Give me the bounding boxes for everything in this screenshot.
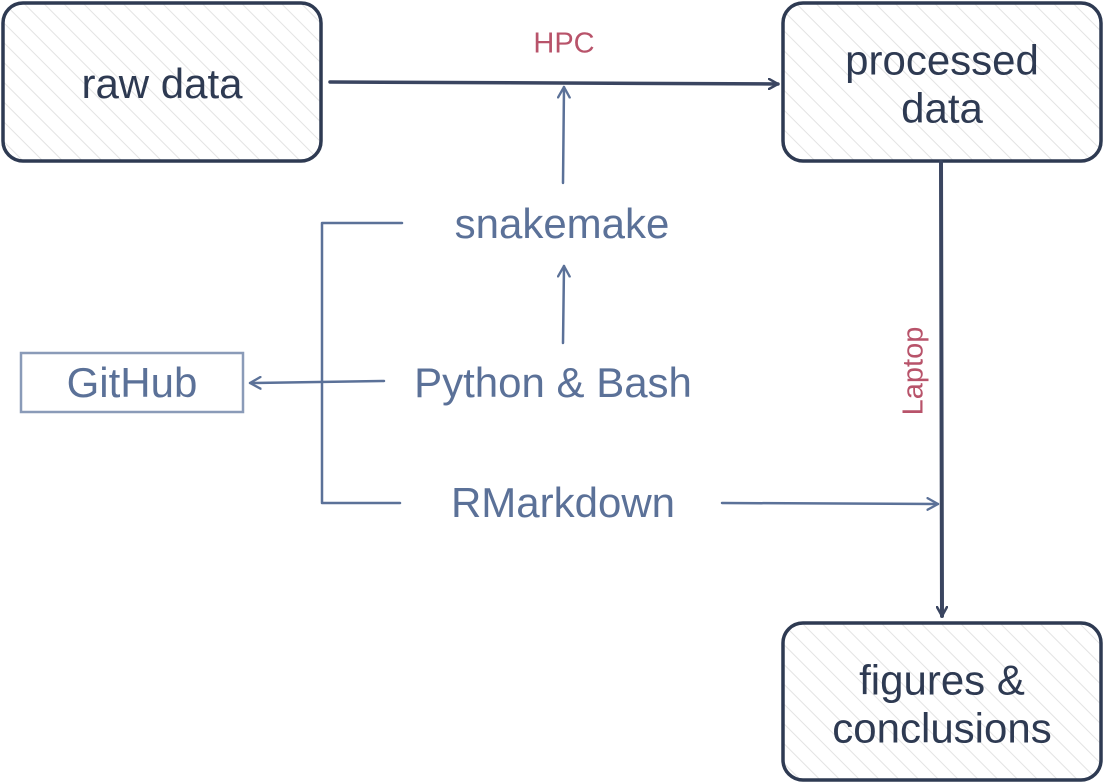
figures-conclusions-box bbox=[781, 621, 1103, 782]
python-bash-label: Python & Bash bbox=[414, 358, 692, 406]
tools-bracket bbox=[320, 221, 404, 505]
laptop-label: Laptop bbox=[897, 326, 930, 416]
snakemake-label: snakemake bbox=[454, 199, 670, 247]
raw-data-box bbox=[1, 1, 323, 163]
raw-data-label: raw data bbox=[81, 59, 243, 107]
processed-data-line-2: data bbox=[901, 85, 983, 132]
rmarkdown-label: RMarkdown bbox=[450, 478, 676, 526]
figures-conclusions-line-2: conclusions bbox=[832, 705, 1052, 752]
snakemake-to-hpc-arrow bbox=[556, 85, 571, 185]
hpc-label: HPC bbox=[533, 27, 595, 60]
figures-conclusions-label: figures & conclusions bbox=[792, 657, 1092, 754]
python-to-snakemake-arrow bbox=[556, 264, 571, 345]
github-box bbox=[19, 351, 245, 414]
figures-conclusions-line-1: figures & bbox=[859, 656, 1025, 704]
python-to-github-arrow bbox=[248, 375, 386, 390]
laptop-arrow bbox=[941, 160, 942, 618]
hpc-arrow bbox=[328, 82, 780, 84]
rmarkdown-to-laptop-arrow bbox=[720, 496, 940, 511]
github-label: GitHub bbox=[66, 358, 198, 406]
processed-data-label: processed data bbox=[792, 37, 1092, 134]
processed-data-line-1: processed bbox=[845, 36, 1039, 84]
